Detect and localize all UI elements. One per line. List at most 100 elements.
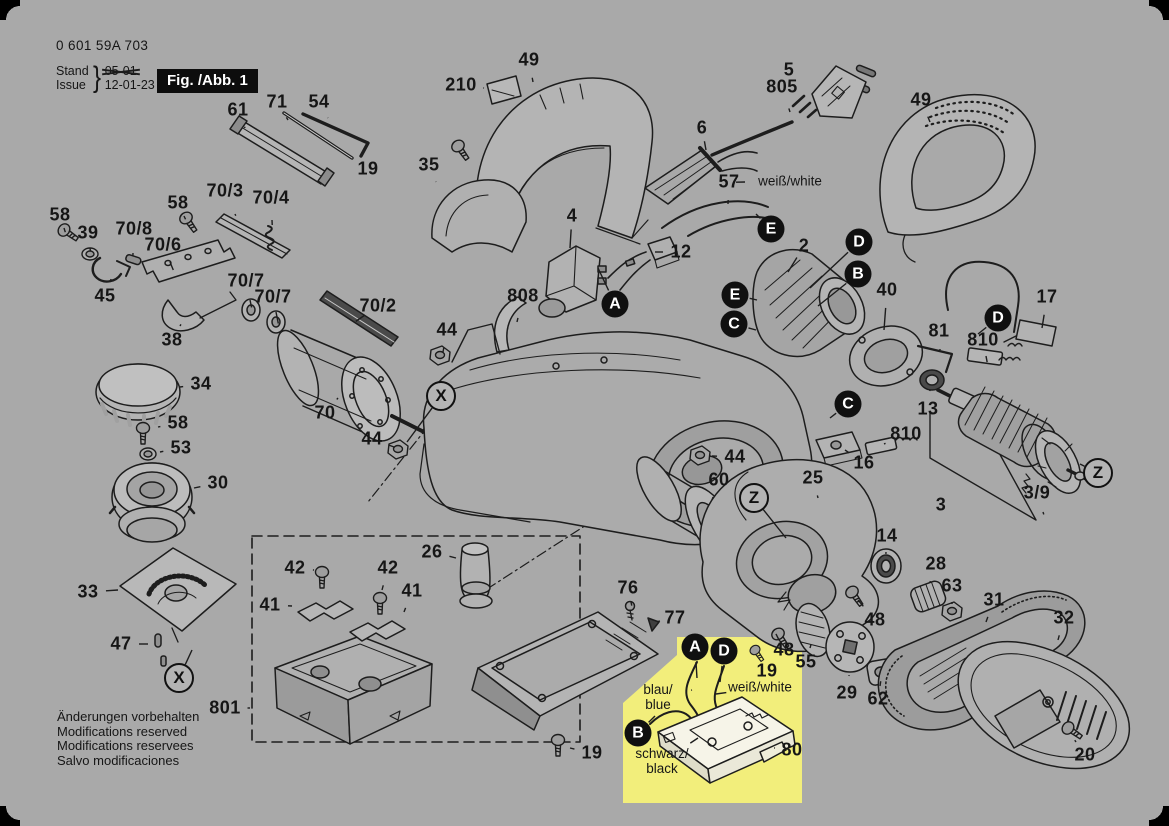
footer-line: Änderungen vorbehalten (57, 709, 200, 724)
leader-line (809, 251, 849, 289)
leader-line (879, 681, 882, 687)
part-label-28: 28 (925, 553, 947, 574)
part-label-70-6: 70/6 (144, 234, 182, 255)
leader-line (755, 213, 761, 219)
part-label-77: 77 (664, 607, 686, 628)
part-label-wei-white: weiß/white (758, 173, 822, 189)
part-bracket-70-6 (141, 239, 236, 283)
part-blade-guard-61 (229, 115, 335, 187)
leader-line (183, 215, 187, 220)
figure-label: Fig. /Abb. 1 (157, 69, 258, 93)
part-rod-71 (282, 111, 354, 160)
revision-block: Stand Issue } 05-01 12-01-23 (56, 61, 155, 95)
corner-mark (0, 0, 20, 20)
callout-badge-C: C (834, 390, 862, 418)
footer-line: Salvo modificaciones (57, 752, 180, 768)
part-label-14: 14 (876, 525, 898, 546)
part-label-81: 81 (928, 320, 950, 341)
part-base-plate-33 (119, 547, 237, 643)
part-label-80: 80 (781, 739, 803, 760)
part-front-handle-49 (475, 77, 654, 245)
leader-line (695, 661, 698, 679)
part-label-810: 810 (890, 423, 922, 444)
brace-glyph: } (92, 61, 101, 94)
leader-line (711, 496, 714, 501)
issue-label: Issue (56, 78, 86, 92)
part-label-58: 58 (167, 412, 189, 433)
part-label-70-8: 70/8 (115, 218, 153, 239)
part-grommet-6 (644, 146, 758, 205)
leader-line (1041, 314, 1045, 329)
leader-line (985, 355, 988, 363)
part-label-58: 58 (49, 204, 71, 225)
part-label-44: 44 (724, 446, 746, 467)
leader-line (63, 227, 66, 233)
leader-line (748, 327, 757, 331)
leader-line (630, 601, 633, 606)
part-label-49: 49 (910, 89, 932, 110)
part-switch-4 (538, 245, 607, 318)
leader-line (715, 691, 727, 695)
part-bearing-14 (870, 548, 902, 584)
part-label-70: 70 (314, 402, 336, 423)
part-label-30: 30 (207, 472, 229, 493)
wire-label-schwarz: schwarz/ black (635, 746, 689, 776)
part-label-801: 801 (209, 697, 241, 718)
part-base-plate-19 (471, 611, 659, 731)
part-label-45: 45 (94, 285, 116, 306)
part-cover-35 (431, 179, 527, 253)
part-pin-70-8 (125, 254, 142, 266)
part-label-70-3: 70/3 (206, 180, 244, 201)
part-label-71: 71 (266, 91, 288, 112)
leader-line (787, 257, 798, 273)
stand-value-struck: 05-01 (104, 64, 137, 78)
leader-line (179, 324, 182, 327)
part-screw-76 (624, 600, 636, 621)
leader-line (442, 347, 445, 353)
leader-line (531, 77, 534, 83)
part-label-32: 32 (1053, 607, 1075, 628)
part-spring-70-4 (264, 225, 275, 251)
part-label-3-9: 3/9 (1023, 482, 1051, 503)
part-label-42: 42 (284, 557, 306, 578)
leader-line (762, 509, 787, 539)
leader-line (569, 747, 575, 750)
part-brush-810-top (966, 347, 1004, 366)
part-label-3: 3 (935, 494, 947, 515)
part-label-808: 808 (507, 285, 539, 306)
leader-line (275, 311, 279, 324)
part-label-48: 48 (773, 639, 795, 660)
leader-line (569, 229, 572, 249)
part-label-60: 60 (708, 469, 730, 490)
leader-line (109, 278, 112, 283)
part-label-57: 57 (718, 171, 740, 192)
part-clip-41b (349, 620, 406, 642)
part-plate-210 (486, 75, 522, 105)
leader-line (516, 317, 519, 323)
callout-badge-B: B (844, 260, 872, 288)
part-label-34: 34 (190, 373, 212, 394)
corner-mark (0, 806, 20, 826)
leader-line (159, 450, 164, 453)
part-label-70-7: 70/7 (227, 270, 265, 291)
part-label-26: 26 (421, 541, 443, 562)
leader-line (1057, 635, 1060, 641)
leader-line (883, 307, 887, 331)
part-label-13: 13 (917, 398, 939, 419)
leader-line (775, 633, 780, 641)
part-label-810: 810 (967, 329, 999, 350)
leader-line (829, 412, 837, 419)
part-label-40: 40 (876, 279, 898, 300)
part-hex-key-54 (301, 112, 370, 158)
footer-notice: Änderungen vorbehalten Modifications res… (57, 709, 200, 768)
part-label-35: 35 (418, 154, 440, 175)
part-bracket-38 (161, 291, 237, 332)
stand-label: Stand (56, 64, 89, 78)
leader-line (1042, 511, 1045, 515)
part-flange-40 (848, 325, 924, 387)
leader-line (977, 326, 987, 335)
leader-line (817, 282, 847, 307)
wire-label-blau: blau/ blue (643, 682, 673, 712)
